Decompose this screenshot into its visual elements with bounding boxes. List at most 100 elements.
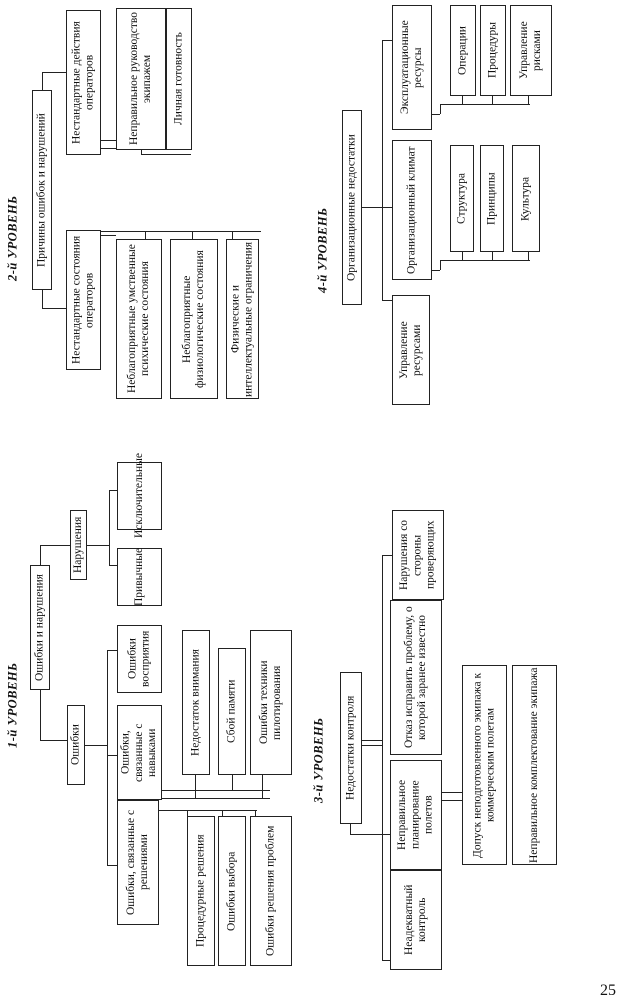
connector [85, 745, 107, 747]
exceptional-box: Исключительные [117, 454, 162, 538]
connector [442, 800, 462, 802]
connector [382, 555, 392, 557]
connector [442, 792, 462, 794]
connector [42, 72, 44, 90]
connector [440, 260, 442, 270]
level2-root-box: Причины ошибок и нарушений [32, 90, 52, 290]
operations-box: Операции [450, 5, 476, 96]
connector [432, 114, 440, 116]
connector [492, 96, 494, 104]
connector [101, 235, 116, 237]
connector [432, 270, 440, 272]
violations-check-box: Нарушения со стороны проверяющих [392, 510, 444, 600]
culture-box: Культура [512, 145, 540, 252]
unprepared-box: Допуск неподготовленного экипажа к комме… [462, 665, 507, 865]
planning-box: Неправильное планирование полетов [390, 760, 442, 870]
connector [192, 231, 194, 239]
technique-box: Ошибки техники пилотирования [250, 630, 292, 775]
limits-box: Физические и интеллектуальные ограничени… [226, 239, 259, 399]
connector [101, 231, 261, 233]
connector [40, 545, 70, 547]
connector [440, 104, 442, 114]
err-decisions-box: Ошибки, связанные с решениями [117, 800, 159, 925]
connector [141, 154, 191, 156]
staffing-box: Неправильное комплектование экипажа [512, 665, 557, 865]
level3-heading: 3-й УРОВЕНЬ [311, 717, 326, 803]
ops-box: Эксплуатационные ресурсы [392, 5, 432, 130]
connector [362, 740, 382, 742]
connector [462, 252, 464, 260]
connector [232, 231, 234, 239]
connector [109, 490, 117, 492]
err-perception-box: Ошибки восприятия [117, 625, 162, 693]
mental-box: Неблагоприятные умственные психические с… [116, 239, 162, 399]
level4-heading: 4-й УРОВЕНЬ [315, 207, 330, 293]
connector [42, 72, 66, 74]
connector [187, 810, 189, 816]
connector [107, 755, 117, 757]
level2-heading: 2-й УРОВЕНЬ [5, 195, 20, 281]
connector [107, 650, 109, 865]
choice-errors-box: Ошибки выбора [218, 816, 246, 966]
connector [528, 252, 530, 260]
procedures-box: Процедуры [480, 5, 506, 96]
connector [87, 545, 109, 547]
connector [262, 775, 264, 798]
connector [40, 690, 42, 740]
connector [362, 745, 382, 747]
op-actions-box: Нестандартные действия операторов [66, 10, 101, 155]
level1-heading: 1-й УРОВЕНЬ [5, 662, 20, 748]
attention-box: Недостаток внимания [182, 630, 210, 775]
connector [145, 231, 147, 239]
connector [162, 790, 270, 792]
connector [440, 104, 530, 106]
level4-root-box: Организационные недостатки [342, 110, 362, 305]
readiness-box: Личная готовность [166, 8, 192, 150]
connector [362, 207, 382, 209]
connector [350, 824, 352, 834]
connector [107, 865, 117, 867]
crew-mgmt-box: Неправильное руководство экипажем [116, 8, 166, 150]
principles-box: Принципы [480, 145, 504, 252]
connector [162, 798, 270, 800]
fix-failure-box: Отказ исправить проблему, о которой зара… [390, 600, 442, 755]
connector [382, 40, 392, 42]
connector [382, 40, 384, 300]
structure-box: Структура [450, 145, 474, 252]
connector [42, 308, 66, 310]
climate-box: Организационный климат [392, 140, 432, 280]
connector [255, 810, 257, 816]
connector [350, 834, 396, 836]
proc-decisions-box: Процедурные решения [187, 816, 215, 966]
connector [40, 740, 67, 742]
connector [107, 650, 117, 652]
problem-solving-box: Ошибки решения проблем [250, 816, 292, 966]
page-number: 25 [600, 982, 616, 999]
connector [42, 290, 44, 308]
connector [382, 300, 392, 302]
physio-box: Неблагоприятные физиологические состояни… [170, 239, 218, 399]
connector [382, 960, 390, 962]
connector [40, 545, 42, 565]
connector [232, 775, 234, 790]
errors-box: Ошибки [67, 705, 85, 785]
connector [195, 775, 197, 798]
level1-root-box: Ошибки и нарушения [30, 565, 50, 690]
op-conditions-box: Нестандартные состояния операторов [66, 230, 101, 370]
connector [382, 555, 384, 960]
err-skills-box: Ошибки, связанные с навыками [117, 705, 162, 800]
connector [528, 96, 530, 104]
connector [159, 810, 187, 812]
connector [492, 252, 494, 260]
habitual-box: Привычные [117, 548, 162, 606]
inadequate-box: Неадекватный контроль [390, 870, 442, 970]
resources-box: Управление ресурсами [392, 295, 430, 405]
risk-box: Управление рисками [510, 5, 552, 96]
level3-root-box: Недостатки контроля [340, 672, 362, 824]
connector [109, 490, 111, 565]
violations-box: Нарушения [70, 510, 87, 580]
connector [382, 207, 392, 209]
connector [462, 96, 464, 104]
memory-box: Сбой памяти [218, 648, 246, 775]
connector [109, 565, 117, 567]
